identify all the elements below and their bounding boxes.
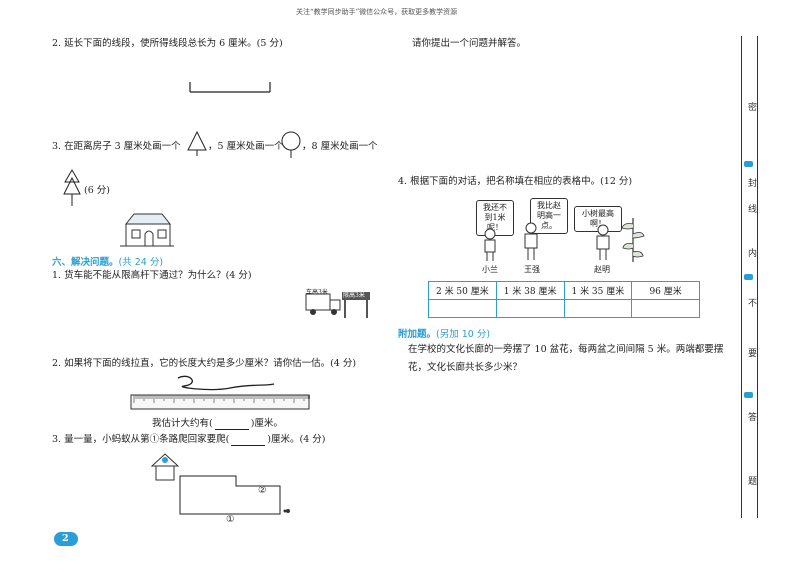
tree-icon — [63, 169, 81, 206]
kid-wangqiang-image — [524, 222, 538, 260]
ask-question-prompt: 请你提出一个问题并解答。 — [412, 38, 527, 49]
page-number-badge: 2 — [54, 532, 78, 546]
kid-name-wangqiang: 王强 — [524, 265, 540, 274]
route-figure — [179, 475, 281, 515]
ant-home-icon — [150, 453, 180, 481]
question-3-points: (6 分) — [84, 185, 110, 196]
height-limit-pole: 限高3米 — [340, 292, 372, 318]
table-row — [428, 299, 700, 318]
pole-sign — [342, 292, 370, 300]
binding-dot — [744, 161, 753, 167]
section-6-label: 六、解决问题。 — [52, 257, 119, 268]
truck-height-label: 车高3米 — [306, 289, 328, 296]
kid-name-zhaoming: 赵明 — [594, 265, 610, 274]
question-3-text-b: ，5 厘米处画一个 — [208, 141, 284, 152]
truck-image — [305, 293, 341, 315]
problem-2-estimate: 我估计大约有( )厘米。 — [152, 418, 283, 430]
bonus-label: 附加题。 — [398, 329, 437, 340]
binding-dot — [744, 392, 753, 398]
section-6-points: (共 24 分) — [118, 257, 164, 268]
kid-name-xiaolan: 小兰 — [482, 265, 498, 274]
kid-xiaolan-image — [484, 228, 496, 261]
binding-char: 内 — [748, 249, 758, 259]
problem-3-blank[interactable] — [231, 435, 266, 446]
section-6-title: 六、解决问题。(共 24 分) — [52, 254, 163, 268]
table-cell: 1 米 38 厘米 — [495, 281, 565, 300]
answer-cell[interactable] — [563, 299, 633, 318]
question-4-text: 4. 根据下面的对话，把名称填在相应的表格中。(12 分) — [398, 176, 633, 187]
bonus-points: (另加 10 分) — [436, 329, 491, 340]
table-cell: 2 米 50 厘米 — [428, 281, 497, 300]
table-row: 2 米 50 厘米 1 米 38 厘米 1 米 35 厘米 96 厘米 — [428, 281, 700, 300]
ant-icon — [283, 509, 290, 513]
binding-char: 要 — [748, 349, 758, 359]
kid-zhaoming-image — [596, 224, 610, 260]
problem-3-text: 3. 量一量，小蚂蚁从第①条路爬回家要爬( )厘米。(4 分) — [52, 434, 325, 446]
estimate-text-b: )厘米。 — [250, 418, 283, 429]
segment-figure — [189, 82, 271, 93]
table-cell: 1 米 35 厘米 — [563, 281, 633, 300]
bonus-line-1: 在学校的文化长廊的一旁摆了 10 盆花，每两盆之间间隔 5 米。两端都要摆 — [408, 344, 724, 355]
wavy-line — [177, 375, 275, 391]
height-table: 2 米 50 厘米 1 米 38 厘米 1 米 35 厘米 96 厘米 — [428, 281, 700, 318]
header-note: 关注“教学同步助手”微信公众号，获取更多教学资源 — [296, 8, 458, 16]
bonus-title: 附加题。(另加 10 分) — [398, 326, 490, 340]
problem-1-text: 1. 货车能不能从限高杆下通过？为什么？(4 分) — [52, 270, 252, 281]
problem-3-text-a: 3. 量一量，小蚂蚁从第①条路爬回家要爬( — [52, 434, 230, 445]
binding-line-inner — [757, 36, 758, 518]
estimate-text-a: 我估计大约有( — [152, 418, 213, 429]
triangle-icon — [187, 130, 207, 156]
circle-icon — [281, 131, 301, 158]
route-2-label: ② — [258, 485, 267, 496]
pole-label: 限高3米 — [343, 292, 365, 299]
answer-cell[interactable] — [495, 299, 565, 318]
page-number: 2 — [62, 533, 69, 544]
binding-line-outer — [741, 36, 742, 518]
problem-3-text-b: )厘米。(4 分) — [267, 434, 326, 445]
route-1-label: ① — [226, 514, 235, 525]
table-cell: 96 厘米 — [631, 281, 700, 300]
question-2-segment: 2. 延长下面的线段，使所得线段总长为 6 厘米。(5 分) — [52, 38, 283, 49]
binding-char: 线 — [748, 205, 758, 215]
house-image — [120, 213, 174, 247]
ruler-image — [130, 394, 310, 410]
question-3-text-c: ，8 厘米处画一个 — [302, 141, 378, 152]
bonus-line-2: 花，文化长廊共长多少米？ — [408, 362, 523, 373]
binding-char: 不 — [748, 299, 758, 309]
binding-char: 封 — [748, 179, 758, 189]
estimate-blank[interactable] — [214, 419, 249, 430]
answer-cell[interactable] — [428, 299, 497, 318]
answer-cell[interactable] — [631, 299, 700, 318]
binding-char: 密 — [748, 103, 758, 113]
binding-char: 答 — [748, 413, 758, 423]
tree-plant-image — [621, 218, 645, 262]
problem-2-text: 2. 如果将下面的线拉直，它的长度大约是多少厘米？请你估一估。(4 分) — [52, 358, 357, 369]
binding-dot — [744, 274, 753, 280]
question-3-text-a: 3. 在距离房子 3 厘米处画一个 — [52, 141, 181, 152]
binding-char: 题 — [748, 477, 758, 487]
